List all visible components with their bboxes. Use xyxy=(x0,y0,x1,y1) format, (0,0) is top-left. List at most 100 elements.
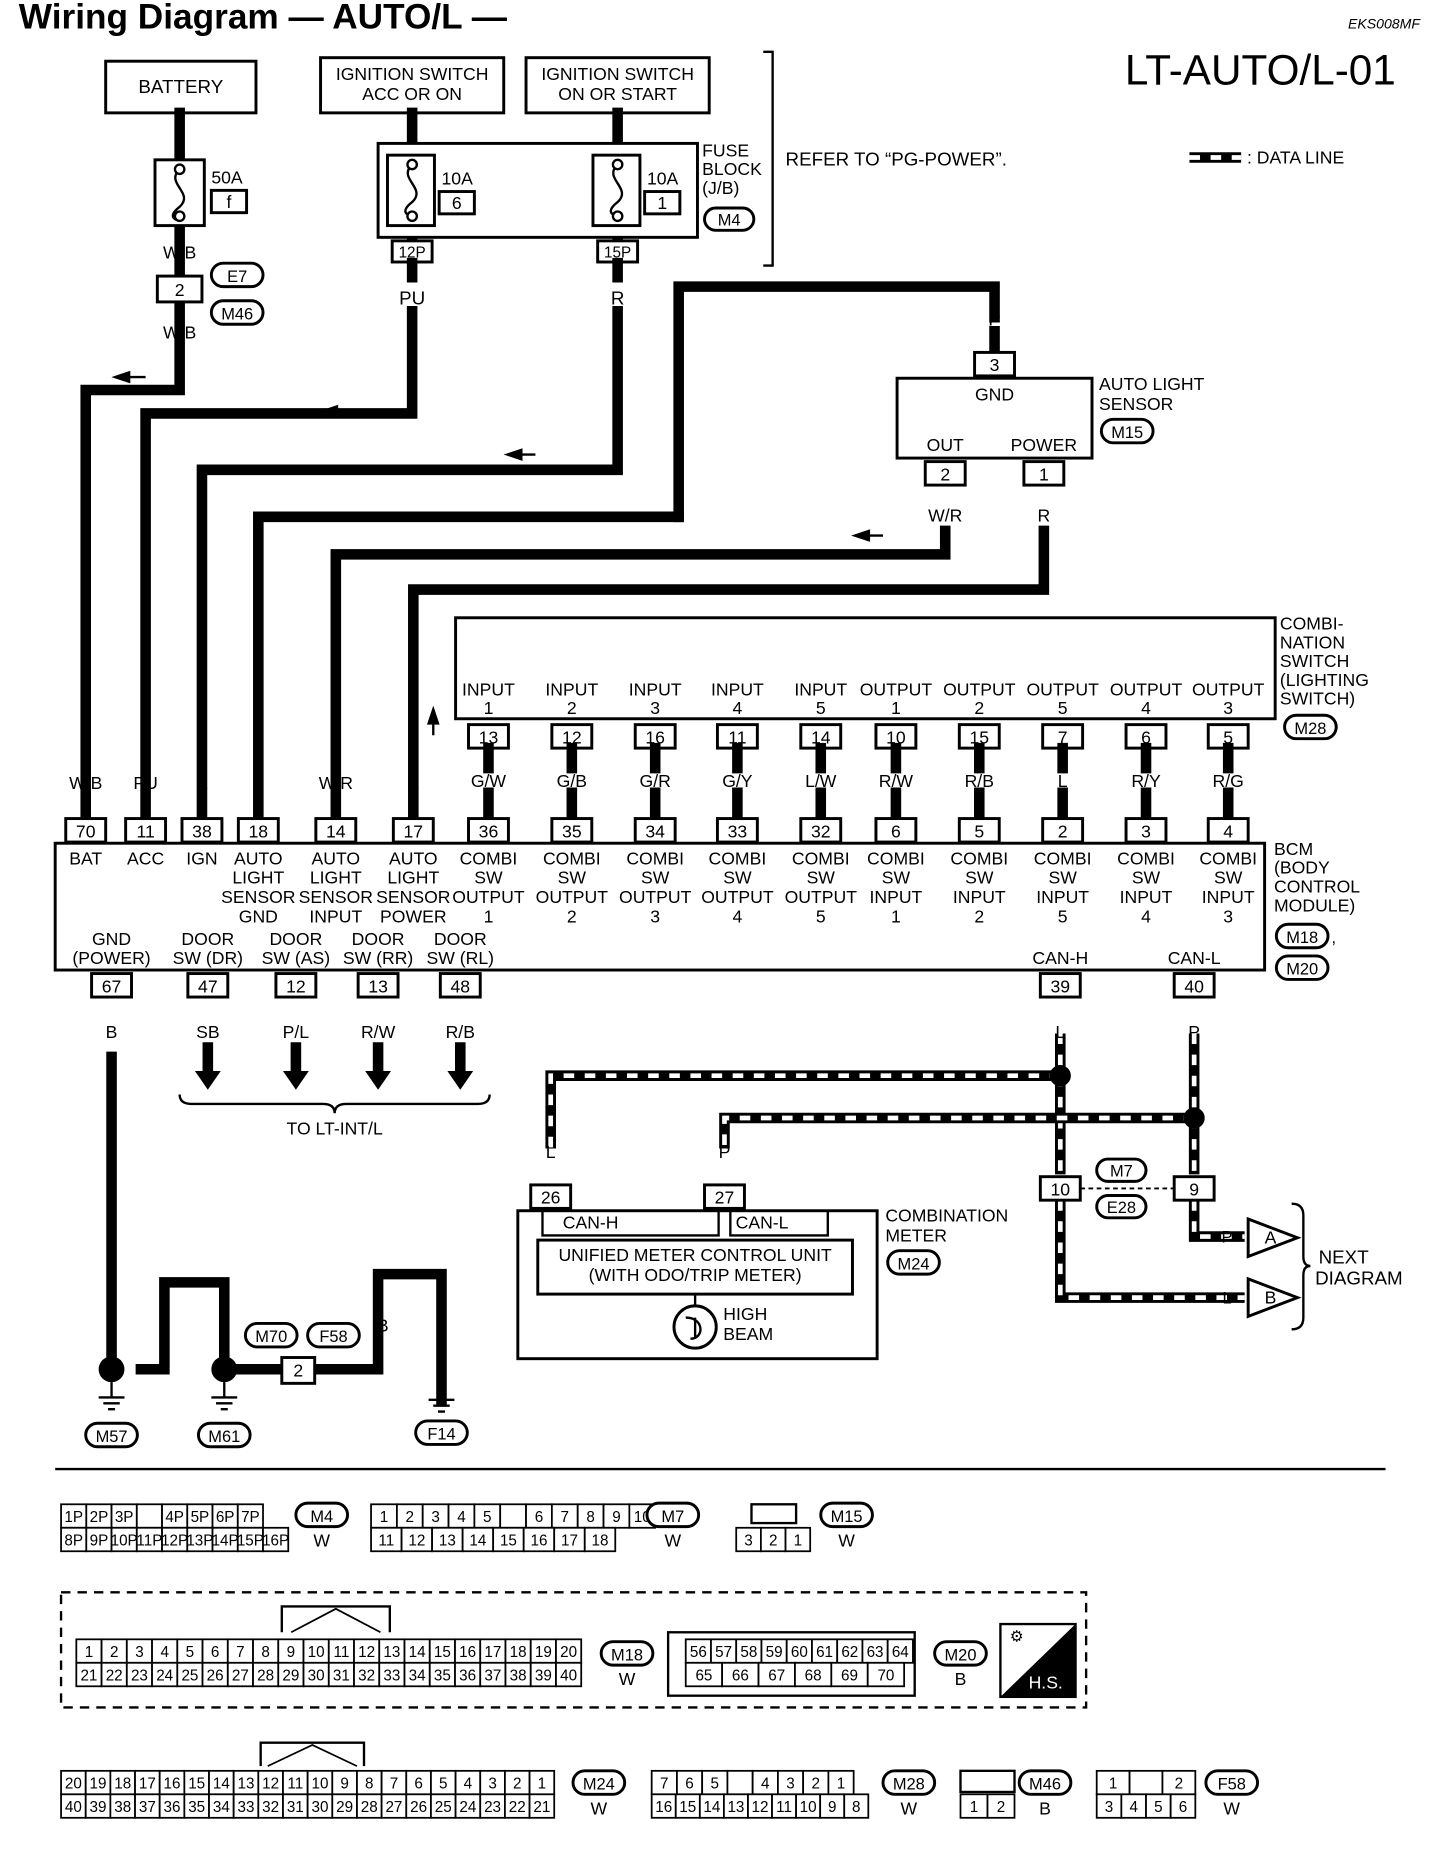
m24-cavity-label: 35 xyxy=(188,1799,205,1816)
m4-cavity-label: 11P xyxy=(136,1532,162,1549)
combi-pin-label: 11 xyxy=(728,727,746,747)
ign-on-box xyxy=(524,56,711,115)
bcm-bottom-pin xyxy=(1172,972,1216,999)
bcm-term-label: COMBI xyxy=(1034,848,1092,868)
ign-acc-label-2: ACC OR ON xyxy=(362,84,462,104)
combi-wire-color: R/W xyxy=(879,771,914,791)
joint-pin-9 xyxy=(1172,1175,1216,1202)
m18-cavity-label: 22 xyxy=(106,1667,123,1684)
bcm-pin xyxy=(314,817,358,844)
m18-cavity-label: 10 xyxy=(308,1644,325,1661)
bcm-wire-color: W/R xyxy=(319,773,353,793)
bcm-bottom-label: GND xyxy=(92,929,131,949)
m18-cavity-label: 34 xyxy=(409,1667,426,1684)
sensor-pin-gnd xyxy=(973,350,1016,378)
m20-color: B xyxy=(955,1669,967,1689)
m24-cavity-label: 16 xyxy=(164,1775,181,1792)
unified-meter-unit xyxy=(536,1238,854,1296)
meter-unit-line-2: (WITH ODO/TRIP METER) xyxy=(589,1265,802,1285)
combi-term-number: 3 xyxy=(650,698,660,718)
m18-cavity-label: 39 xyxy=(535,1667,552,1684)
m46-tag-label: M46 xyxy=(1029,1776,1061,1794)
bcm-term-label: AUTO xyxy=(312,848,361,868)
m15-cavity-label: 3 xyxy=(744,1532,752,1549)
bcm-term-label: SW xyxy=(965,868,994,888)
bcm-term-label: GND xyxy=(239,906,278,926)
combi-term-number: 2 xyxy=(567,698,577,718)
m24-cavity-label: 3 xyxy=(488,1775,496,1792)
m24-cavity-label: 25 xyxy=(435,1799,452,1816)
bat-joint-pin: 2 xyxy=(175,280,185,300)
m28-cavity xyxy=(726,1769,754,1796)
m20-cavity-label: 69 xyxy=(841,1667,858,1684)
m28-cavity-label: 8 xyxy=(852,1799,860,1816)
combi-pin-label: 6 xyxy=(1141,727,1151,747)
gnd-wire-4: B xyxy=(377,1316,389,1336)
m46-tag xyxy=(1017,1769,1073,1796)
bcm-bottom-pin xyxy=(90,972,133,999)
m18-cavity-label: 4 xyxy=(160,1644,169,1661)
meter-can-l-wire: P xyxy=(719,1142,731,1162)
ground-joint-connector xyxy=(280,1356,317,1385)
door-arrow-icon xyxy=(447,1071,474,1090)
m24-cavity-label: 37 xyxy=(139,1799,156,1816)
sensor-wire-out: W/R xyxy=(928,505,962,525)
m24-cavity-label: 7 xyxy=(390,1775,398,1792)
m7-cavity-label: 11 xyxy=(378,1532,394,1549)
m18-cavity-label: 15 xyxy=(434,1644,451,1661)
combi-term-number: 1 xyxy=(891,698,901,718)
m18-cavity-label: 13 xyxy=(383,1644,400,1661)
bcm-pin-label: 38 xyxy=(192,821,212,841)
m18-cavity-label: 29 xyxy=(282,1667,299,1684)
m28-cavity-label: 14 xyxy=(703,1799,720,1816)
door-arrow-icon xyxy=(282,1071,309,1090)
ground-conn-m70 xyxy=(243,1321,299,1349)
bcm-pin-label: 35 xyxy=(562,821,582,841)
bcm-pin-label: 5 xyxy=(974,821,984,841)
m24-cavity-label: 24 xyxy=(459,1799,476,1816)
fuse-50a-id: f xyxy=(227,192,232,212)
bcm-term-label: COMBI xyxy=(709,848,767,868)
m7-cavity-label: 5 xyxy=(483,1509,491,1526)
bcm-term-label: SENSOR xyxy=(221,887,295,907)
can-data-lines xyxy=(545,1033,1245,1303)
bat-joint-conn-m46 xyxy=(209,299,265,326)
m20-cavity-label: 57 xyxy=(715,1644,732,1661)
bcm-wire-color: R xyxy=(196,773,209,793)
m4-tag xyxy=(294,1501,350,1529)
bat-joint-connector xyxy=(155,274,204,304)
m7-color: W xyxy=(665,1531,682,1551)
combi-wire-color: G/R xyxy=(640,771,671,791)
m28-cavity-label: 7 xyxy=(660,1775,668,1792)
m18-cavity-label: 23 xyxy=(131,1667,148,1684)
m18-cavity-label: 1 xyxy=(85,1644,93,1661)
m20-tag xyxy=(933,1640,988,1667)
m18-cavity-label: 25 xyxy=(181,1667,198,1684)
meter-pin-27 xyxy=(703,1183,746,1210)
m18-cavity-label: 37 xyxy=(484,1667,501,1684)
m7-cavity-label: 14 xyxy=(469,1532,486,1549)
meter-can-h-label: CAN-H xyxy=(563,1212,619,1232)
bcm-name-4: MODULE) xyxy=(1274,895,1355,915)
m7-cavity-label: 12 xyxy=(408,1532,425,1549)
fuse-block-label-1: FUSE xyxy=(702,140,749,160)
ign-on-label-2: ON OR START xyxy=(558,84,677,104)
next-arrow-b xyxy=(1246,1276,1302,1319)
bcm-term-label: INPUT xyxy=(1120,887,1173,907)
fuse-10a-ign-id-box xyxy=(643,190,682,216)
bcm-term-label: 2 xyxy=(974,906,984,926)
m24-cavity-label: 2 xyxy=(513,1775,521,1792)
m28-cavity-label: 11 xyxy=(776,1799,792,1816)
bcm-term-label: INPUT xyxy=(309,906,362,926)
m28-cavity-label: 3 xyxy=(786,1775,794,1792)
bcm-term-label: POWER xyxy=(380,906,447,926)
hs-logo: ⚙ H.S. xyxy=(999,1622,1077,1699)
bcm-conn-m20 xyxy=(1274,954,1330,981)
m18-cavity-label: 7 xyxy=(236,1644,244,1661)
m18-cavity-label: 20 xyxy=(560,1644,577,1661)
ground-f14-label: F14 xyxy=(427,1426,455,1444)
combi-term-number: 4 xyxy=(732,698,742,718)
f58-tag-label: F58 xyxy=(1218,1776,1246,1794)
m18-cavity-label: 30 xyxy=(308,1667,325,1684)
